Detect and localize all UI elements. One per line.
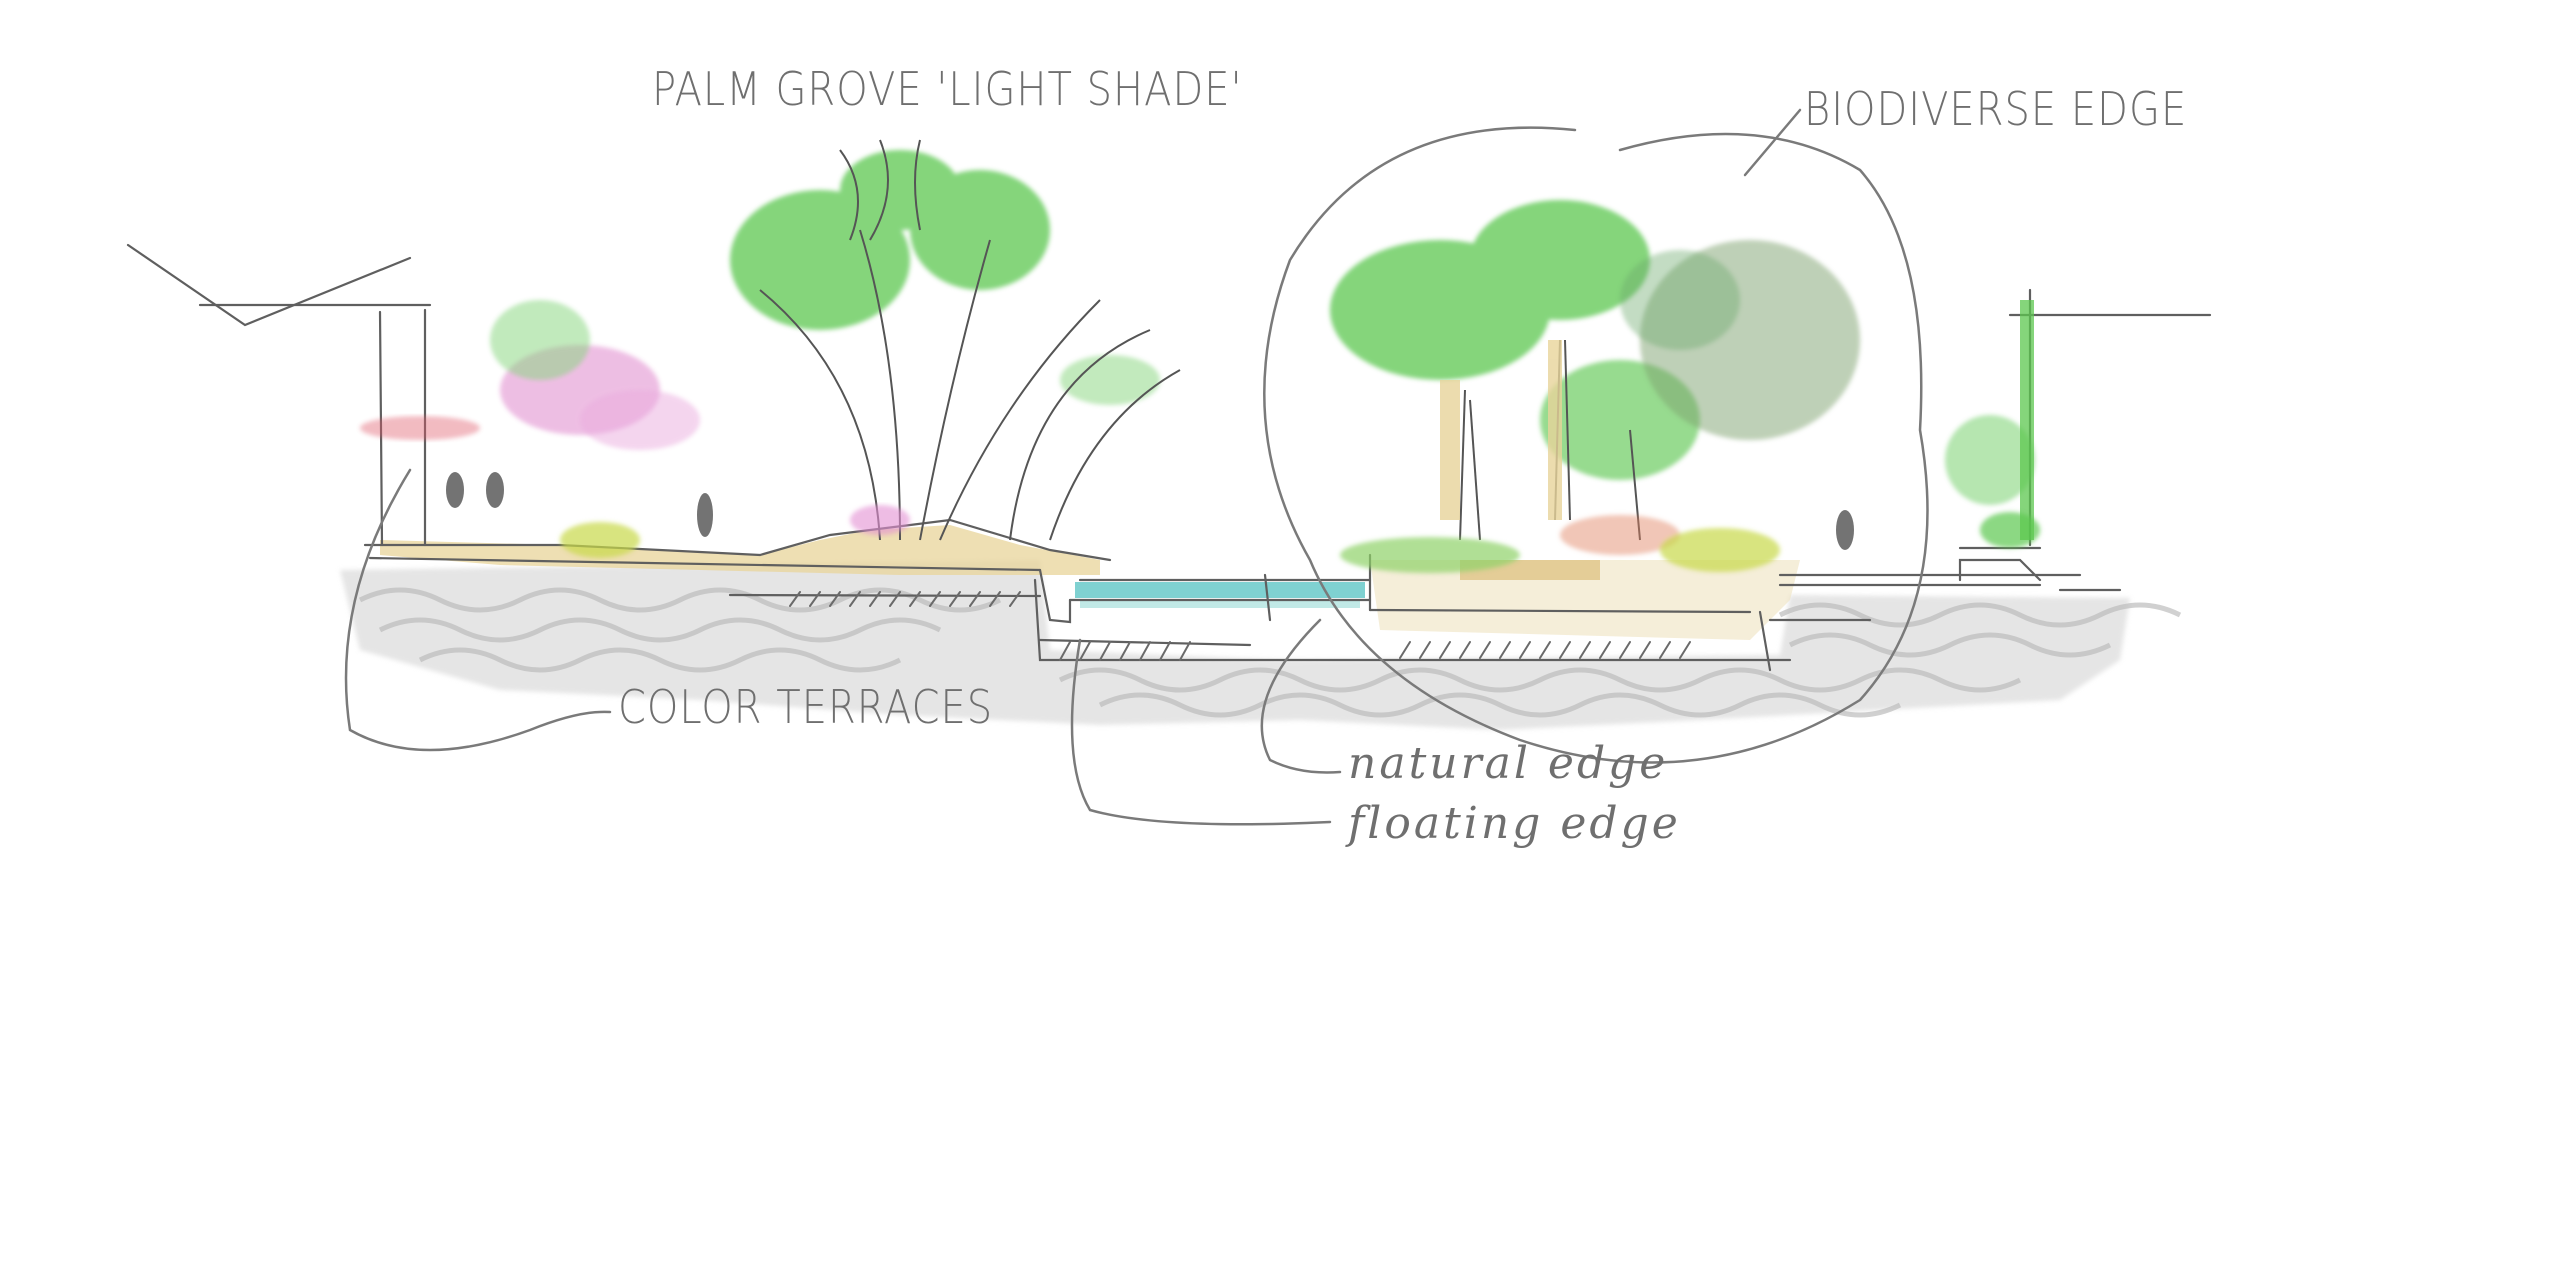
palm-grove-canopy xyxy=(730,139,1181,541)
human-figures xyxy=(446,472,1854,550)
section-linework xyxy=(126,243,2212,672)
biodiverse-edge-trees xyxy=(1330,200,2035,541)
water-channel xyxy=(1075,582,1365,608)
label-palm-grove: PALM GROVE 'LIGHT SHADE' xyxy=(652,63,1243,117)
label-biodiverse-edge: BIODIVERSE EDGE xyxy=(1804,83,2188,137)
understory-planting xyxy=(560,512,2040,573)
flowering-shrubs xyxy=(360,300,700,450)
label-color-terraces: COLOR TERRACES xyxy=(618,681,994,735)
label-natural-edge: natural edge xyxy=(1348,738,1669,789)
label-floating-edge: floating edge xyxy=(1348,798,1681,849)
ground-scribbles xyxy=(358,587,2182,718)
leader-lines xyxy=(344,108,1929,826)
